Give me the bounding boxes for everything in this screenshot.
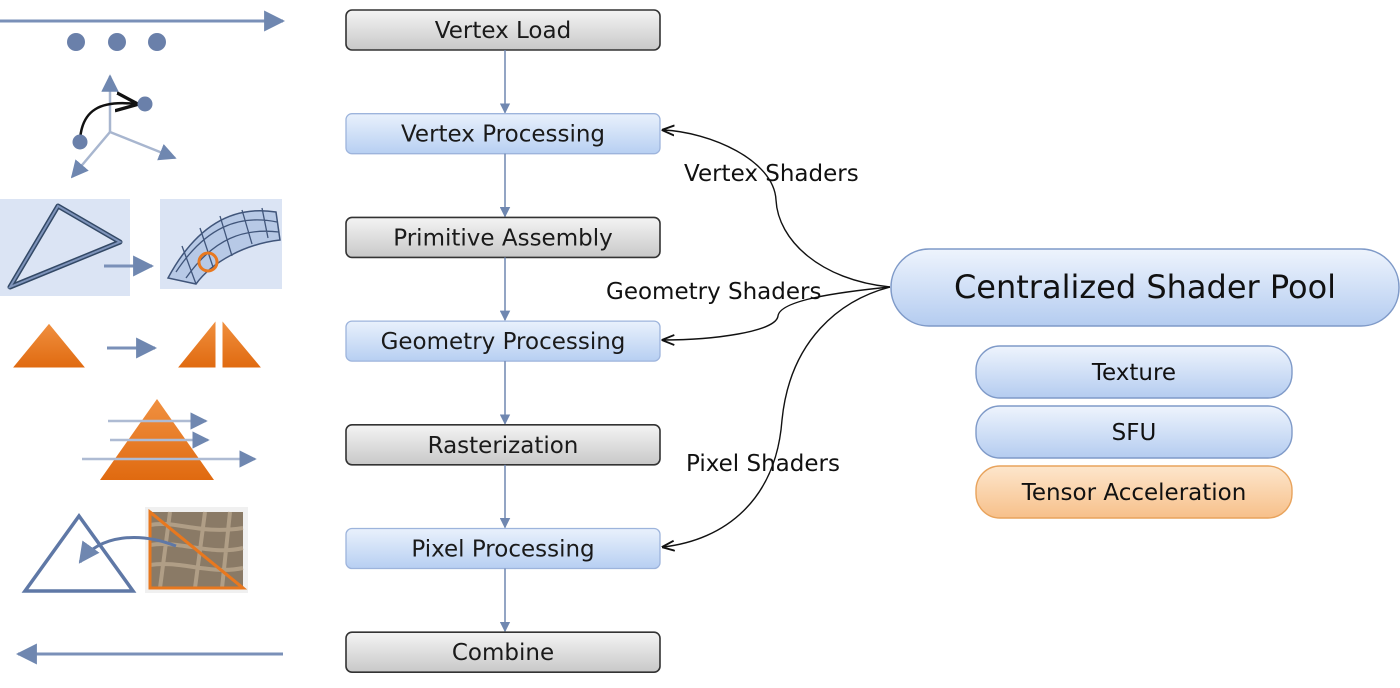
pool-unit: Texture	[975, 345, 1293, 399]
pipeline-stage: Vertex Processing	[345, 113, 661, 218]
texture-mapping-icon	[21, 507, 248, 593]
stage-box	[345, 320, 661, 362]
pipeline-stage: Vertex Load	[345, 9, 661, 114]
pool-unit-label: Tensor Acceleration	[1021, 480, 1247, 506]
pipeline-stage: Geometry Processing	[345, 320, 661, 425]
mesh-surface-icon	[160, 199, 282, 289]
primitive-wireframe-icon	[0, 199, 130, 296]
pool-unit-box	[975, 465, 1293, 519]
geometry-shaders-label: Geometry Shaders	[606, 279, 821, 305]
pipeline-stage: Rasterization	[345, 423, 661, 529]
geometry-shader-curve	[663, 286, 891, 340]
vertex-dots-icon	[67, 33, 166, 51]
vertex-transform-icon	[70, 74, 177, 179]
pipeline-stage: Pixel Processing	[345, 527, 661, 633]
pixel-shaders-label: Pixel Shaders	[686, 451, 840, 477]
shader-pool-box	[890, 248, 1400, 327]
vertex-shaders-label: Vertex Shaders	[684, 161, 859, 187]
shader-routing-curves	[663, 130, 891, 547]
stage-label: Primitive Assembly	[393, 225, 612, 251]
pipeline-stage: Combine	[345, 631, 661, 674]
stage-box	[345, 9, 661, 51]
pool-unit-box	[975, 345, 1293, 399]
stage-box	[345, 527, 661, 570]
pool-unit-box	[975, 405, 1293, 459]
shader-pool-title: Centralized Shader Pool	[954, 268, 1336, 306]
stage-label: Vertex Processing	[401, 122, 605, 148]
stage-label: Vertex Load	[435, 18, 571, 44]
pool-unit-label: Texture	[1091, 360, 1176, 386]
stage-box	[345, 423, 661, 466]
pipeline-stage: Primitive Assembly	[345, 216, 661, 322]
stage-label: Rasterization	[428, 433, 579, 459]
stage-label: Combine	[452, 640, 554, 666]
stage-label: Pixel Processing	[411, 537, 594, 563]
pool-unit-label: SFU	[1112, 420, 1157, 446]
stage-box	[345, 113, 661, 155]
pixel-shader-curve	[663, 286, 891, 547]
vertex-shader-curve	[663, 130, 891, 288]
pool-unit: Tensor Acceleration	[975, 465, 1293, 519]
stage-box	[345, 631, 661, 674]
triangle-split-icon	[10, 318, 264, 369]
transform-arrow-icon	[72, 97, 153, 150]
pool-unit: SFU	[975, 405, 1293, 459]
rasterization-icon	[82, 399, 257, 480]
stage-box	[345, 216, 661, 259]
shader-pool: Centralized Shader Pool	[890, 248, 1400, 327]
stage-label: Geometry Processing	[381, 329, 626, 355]
